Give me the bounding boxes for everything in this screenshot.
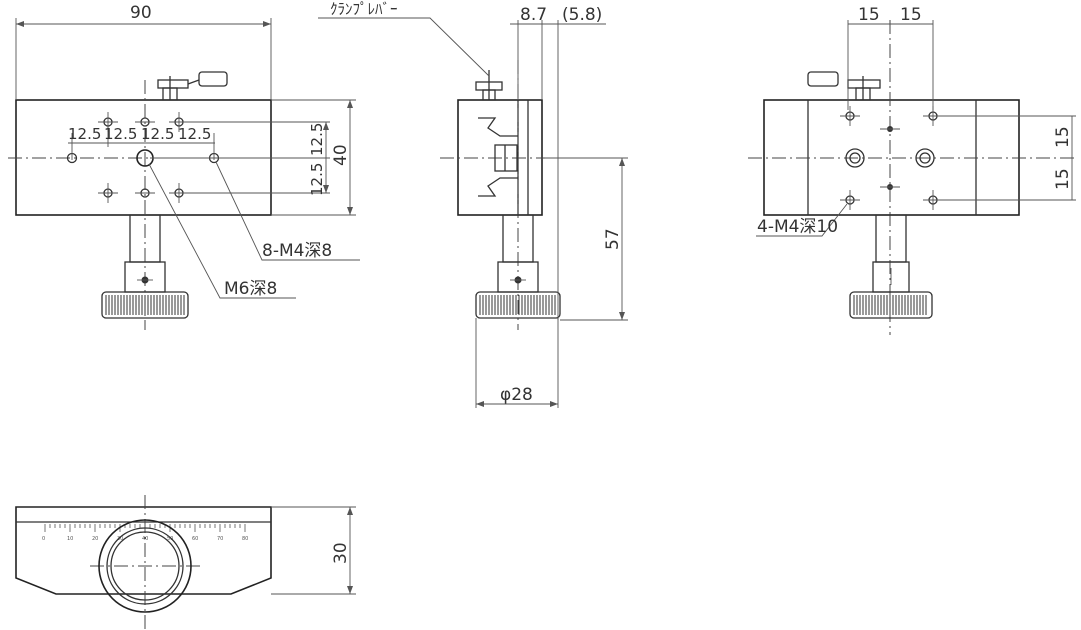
dim-width-90: 90 (130, 3, 152, 23)
back-view: 15 15 15 15 4-M4深10 (748, 5, 1076, 335)
scale-tick-label: 10 (67, 536, 73, 542)
dim-phi-28: φ28 (500, 385, 533, 405)
dim-15-d: 15 (1053, 168, 1073, 190)
dim-8-7: 8.7 (520, 5, 547, 25)
dim-pitch-3: 12.5 (141, 125, 174, 143)
dim-pitch-1: 12.5 (68, 125, 101, 143)
dim-v-pitch-1: 12.5 (308, 123, 326, 156)
dim-15-b: 15 (900, 5, 922, 25)
clamp-lever-back (807, 71, 881, 101)
scale-tick-label: 70 (217, 536, 223, 542)
dim-height-40: 40 (331, 144, 351, 166)
dim-15-a: 15 (858, 5, 880, 25)
scale-tick-label: 80 (242, 536, 248, 542)
front-view: 90 12.5 12.5 12.5 12.5 12.5 12.5 40 8-M4… (8, 3, 360, 330)
dim-5-8: (5.8) (562, 5, 602, 25)
callout-8-m4: 8-M4深8 (262, 241, 332, 261)
scale-tick-label: 0 (42, 536, 45, 542)
dim-v-pitch-2: 12.5 (308, 163, 326, 196)
clamp-lever-label: ｸﾗﾝﾌﾟﾚﾊﾞｰ (330, 0, 398, 18)
clamp-lever-front (157, 71, 228, 101)
dim-57: 57 (603, 228, 623, 250)
dim-pitch-2: 12.5 (104, 125, 137, 143)
scale-tick-label: 40 (142, 536, 148, 542)
bottom-view: 0 10 20 30 40 50 60 70 80 30 (15, 495, 356, 630)
clamp-lever-side (475, 70, 503, 101)
scale-tick-label: 20 (92, 536, 98, 542)
scale-tick-label: 50 (167, 536, 173, 542)
callout-4-m4: 4-M4深10 (757, 217, 838, 237)
side-view: 8.7 (5.8) ｸﾗﾝﾌﾟﾚﾊﾞｰ 57 φ28 (318, 0, 630, 408)
scale-tick-label: 60 (192, 536, 198, 542)
dim-15-c: 15 (1053, 126, 1073, 148)
dim-pitch-4: 12.5 (178, 125, 211, 143)
dim-30: 30 (331, 542, 351, 564)
scale-tick-label: 30 (117, 536, 123, 542)
callout-m6: M6深8 (224, 279, 277, 299)
post-knob-front (101, 214, 189, 319)
